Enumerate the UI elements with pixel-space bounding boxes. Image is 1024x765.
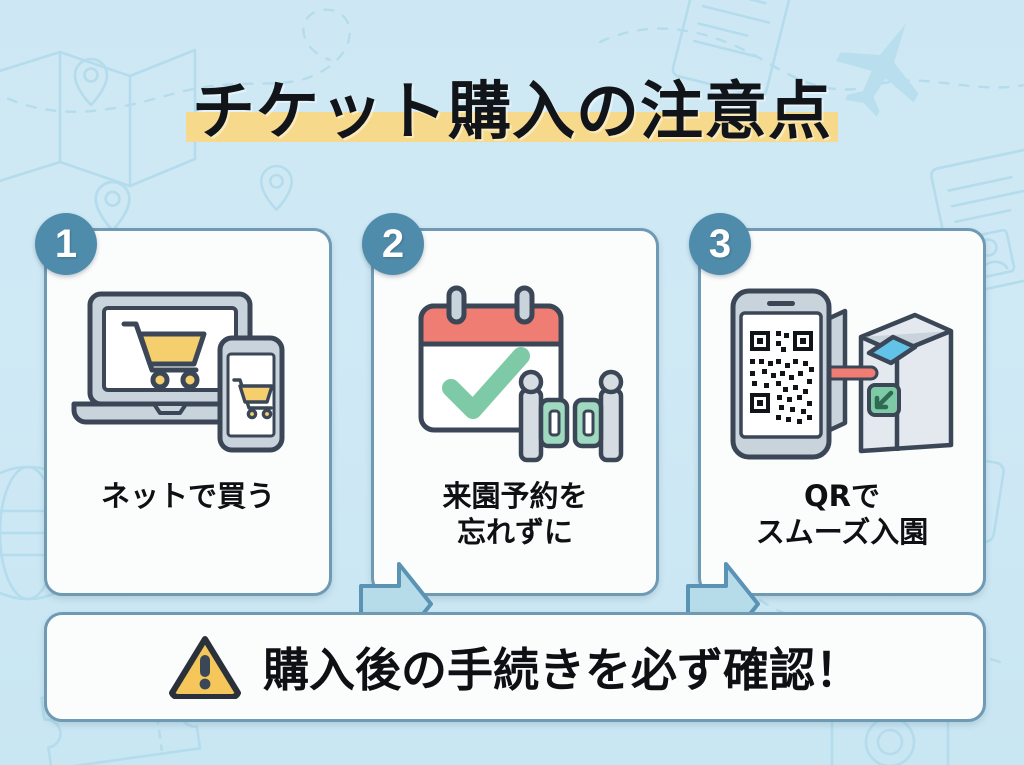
turnstile-gate-icon	[518, 369, 570, 462]
step-card-2[interactable]: 2	[362, 213, 659, 596]
step-label-2-line2: 忘れずに	[456, 514, 573, 549]
step-number-badge-3: 3	[689, 213, 751, 275]
turnstile-gate-icon	[572, 369, 624, 462]
step-number-1: 1	[54, 222, 78, 266]
warning-banner[interactable]: 購入後の手続きを必ず確認！	[44, 612, 986, 722]
step-label-2-line1: 来園予約を	[442, 479, 588, 513]
steps-row: 1	[35, 213, 986, 646]
location-pin-icon	[260, 164, 293, 211]
smartphone-icon	[217, 335, 285, 453]
warning-triangle-icon	[169, 635, 241, 700]
step-label-3-line1: QRで	[804, 479, 880, 513]
warning-banner-text: 購入後の手続きを必ず確認！	[263, 643, 861, 697]
qr-code-icon	[750, 331, 814, 424]
step-label-3-line2: スムーズ入園	[755, 514, 929, 549]
title-highlight-bar	[186, 112, 838, 143]
poster-title: チケット購入の注意点	[0, 75, 1024, 148]
step-label-3: QRで スムーズ入園	[701, 479, 983, 551]
illustration-qr-entry	[701, 265, 983, 475]
step-number-badge-1: 1	[35, 213, 97, 275]
illustration-online-purchase	[47, 265, 329, 475]
step-label-1: ネットで買う	[47, 479, 329, 515]
step-label-1-line1: ネットで買う	[100, 479, 275, 513]
title-text: チケット購入の注意点	[192, 75, 832, 148]
step-card-3[interactable]: 3	[689, 213, 986, 596]
shopping-cart-icon	[121, 321, 207, 390]
location-pin-icon	[94, 180, 131, 232]
smartphone-qr-icon	[730, 288, 832, 460]
step-number-2: 2	[381, 222, 405, 266]
step-number-3: 3	[708, 222, 732, 266]
step-label-2: 来園予約を 忘れずに	[374, 479, 656, 551]
entry-gate-icon	[816, 308, 954, 454]
step-number-badge-2: 2	[362, 213, 424, 275]
step-card-1[interactable]: 1	[35, 213, 332, 596]
illustration-reservation-calendar	[374, 265, 656, 475]
